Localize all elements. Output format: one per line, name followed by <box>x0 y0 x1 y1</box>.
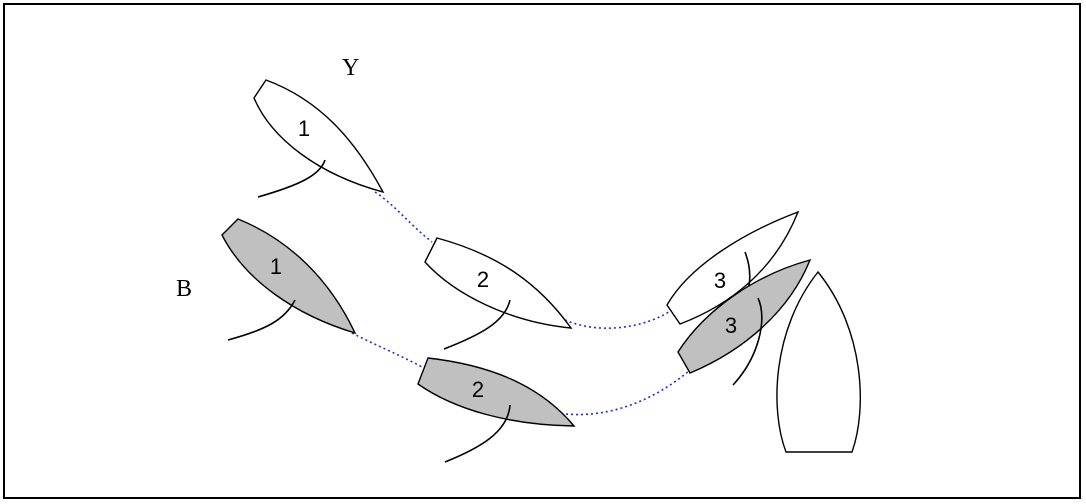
yellow-boat-name: Y <box>342 55 359 81</box>
blue-track-1-2 <box>351 332 425 369</box>
blue-boat-2-boom <box>444 404 511 463</box>
yellow-boat-3: 3 <box>666 210 800 325</box>
yellow-boat-1-label: 1 <box>298 116 310 141</box>
blue-boat-2-label: 2 <box>472 377 484 402</box>
blue-boat-name: B <box>176 276 192 302</box>
yellow-boat-2-label: 2 <box>477 267 489 292</box>
blue-boat-3-label: 3 <box>725 313 737 338</box>
blue-boat-3: 3 <box>677 258 812 386</box>
yellow-track-1-2 <box>374 191 433 243</box>
yellow-boat-3-label: 3 <box>714 268 726 293</box>
yellow-track-2-3 <box>564 309 673 329</box>
blue-boat-1-boom <box>227 299 296 341</box>
blue-boat-2: 2 <box>417 357 576 463</box>
blue-boat-1: 1 <box>221 218 357 341</box>
mark-boat <box>776 270 861 453</box>
yellow-boat-1-boom <box>257 159 326 198</box>
blue-track-2-3 <box>565 369 691 416</box>
yellow-boat-2: 2 <box>424 237 573 350</box>
blue-boat-1-label: 1 <box>270 254 282 279</box>
blue-boat-3-boom <box>732 297 763 386</box>
yellow-boat-2-boom <box>443 299 511 350</box>
yellow-boat-1: 1 <box>253 79 385 198</box>
